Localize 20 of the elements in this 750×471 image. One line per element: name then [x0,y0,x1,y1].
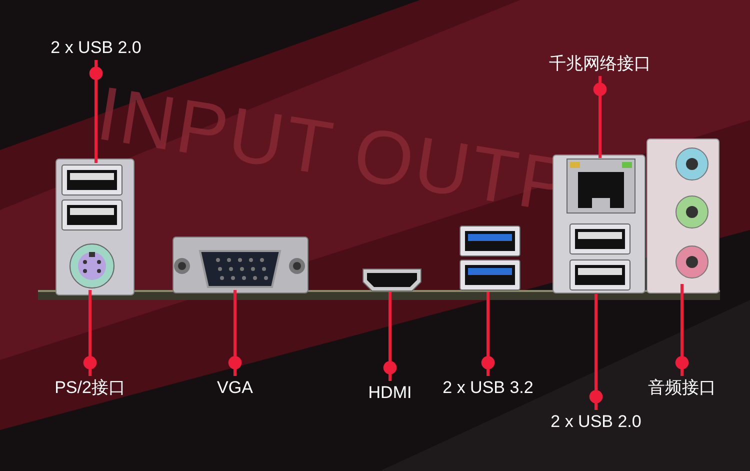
callout-label: 2 x USB 3.2 [442,378,534,398]
callout-label: VGA [217,378,253,398]
callout-label: PS/2接口 [54,378,126,398]
hdmi-port-drawing [362,268,422,292]
leader-line [589,294,603,410]
leader-line [675,284,689,376]
leader-line [481,292,495,376]
vga-port-drawing [198,248,282,290]
ethernet-port-drawing [566,158,636,214]
leader-line [593,76,607,158]
callout-label: 音频接口 [648,378,716,398]
ps2-port-drawing [68,242,116,290]
callout-label: 2 x USB 2.0 [50,38,142,58]
leader-line [383,292,397,381]
callout-label: 2 x USB 2.0 [550,412,642,432]
callout-label: 千兆网络接口 [549,54,651,74]
leader-line [228,290,242,376]
callout-label: HDMI [368,383,412,403]
leader-line [89,60,103,163]
leader-line [83,290,97,376]
